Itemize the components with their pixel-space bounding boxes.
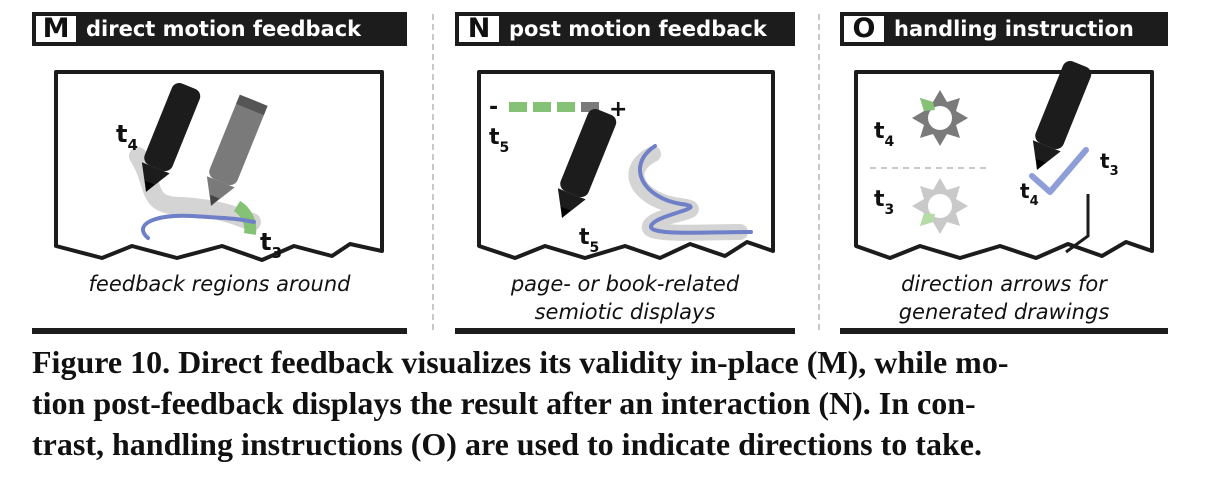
panel-m-letter: M — [36, 15, 76, 42]
divider-1 — [432, 14, 434, 330]
green-arrow-arc — [233, 200, 257, 235]
panel-n-bottom-bar — [455, 328, 795, 334]
meter-cell — [581, 102, 599, 112]
figure-caption: Figure 10. Direct feedback visualizes it… — [32, 342, 1172, 465]
panel-o-title: handling instruction — [894, 17, 1134, 41]
dial-light-icon — [912, 178, 968, 234]
panel-m-caption-line: feedback regions around — [88, 272, 351, 296]
figure-caption-line-2: tion post-feedback displays the result a… — [32, 385, 976, 421]
pen-black-icon — [1032, 61, 1092, 170]
pen-black-icon — [141, 83, 201, 192]
label-t3-line: t3 — [1100, 149, 1119, 179]
panel-n-letter: N — [459, 15, 499, 42]
label-t4: t4 — [116, 120, 138, 154]
minus-sign: - — [489, 95, 498, 120]
panel-o-bottom-bar — [840, 328, 1168, 334]
panel-n: N post motion feedback - + t5 t5 page- o… — [455, 12, 795, 334]
panel-o-caption: direction arrows for generated drawings — [840, 270, 1168, 326]
generated-line — [1065, 194, 1090, 254]
dial-dark-icon — [912, 90, 968, 146]
panel-o-caption-line-1: direction arrows for — [901, 272, 1107, 296]
panel-n-title: post motion feedback — [509, 17, 767, 41]
label-t3: t3 — [260, 228, 282, 262]
meter-cell — [533, 102, 551, 112]
label-t5-bottom: t5 — [579, 225, 599, 256]
panel-n-drawing: - + t5 t5 — [477, 70, 775, 260]
panel-n-caption-line-1: page- or book-related — [510, 272, 740, 296]
drawn-stroke — [637, 144, 753, 235]
drawn-stroke — [141, 213, 256, 240]
torn-page — [477, 70, 775, 260]
panel-n-caption: page- or book-related semiotic displays — [455, 270, 795, 326]
label-t5-top: t5 — [489, 125, 509, 156]
pen-gray-icon — [206, 94, 268, 206]
panel-m-caption: feedback regions around — [32, 270, 407, 298]
meter-cell — [557, 102, 575, 112]
panel-o-letter: O — [844, 15, 884, 42]
panel-m-title: direct motion feedback — [86, 17, 362, 41]
panel-n-caption-line-2: semiotic displays — [534, 300, 716, 324]
panel-o-caption-line-2: generated drawings — [898, 300, 1110, 324]
panel-m-header: M direct motion feedback — [32, 12, 407, 46]
panel-o-drawing: t4 t3 t3 t4 — [854, 61, 1154, 260]
panel-o-illustration: t4 t3 t3 t4 — [840, 46, 1168, 274]
plus-sign: + — [609, 97, 627, 122]
meter-cell — [509, 102, 527, 112]
pen-black-icon — [557, 109, 617, 218]
label-t4-dial: t4 — [874, 119, 895, 150]
panel-m-bottom-bar — [32, 328, 407, 334]
label-t3-dial: t3 — [874, 187, 894, 218]
direction-arrow — [1029, 147, 1089, 195]
panel-o: O handling instruction t4 t3 — [840, 12, 1168, 334]
figure-caption-line-1: Figure 10. Direct feedback visualizes it… — [32, 344, 1009, 380]
panel-m-drawing: t4 t3 — [54, 70, 384, 262]
panel-o-header: O handling instruction — [840, 12, 1168, 46]
panel-m: M direct motion feedback t4 t3 — [32, 12, 407, 334]
panel-m-illustration: t4 t3 — [32, 46, 407, 274]
figure-caption-line-3: trast, handling instructions (O) are use… — [32, 426, 982, 462]
divider-2 — [818, 14, 820, 330]
label-t4-line: t4 — [1020, 179, 1039, 209]
panel-n-header: N post motion feedback — [455, 12, 795, 46]
panel-n-illustration: - + t5 t5 — [455, 46, 795, 274]
